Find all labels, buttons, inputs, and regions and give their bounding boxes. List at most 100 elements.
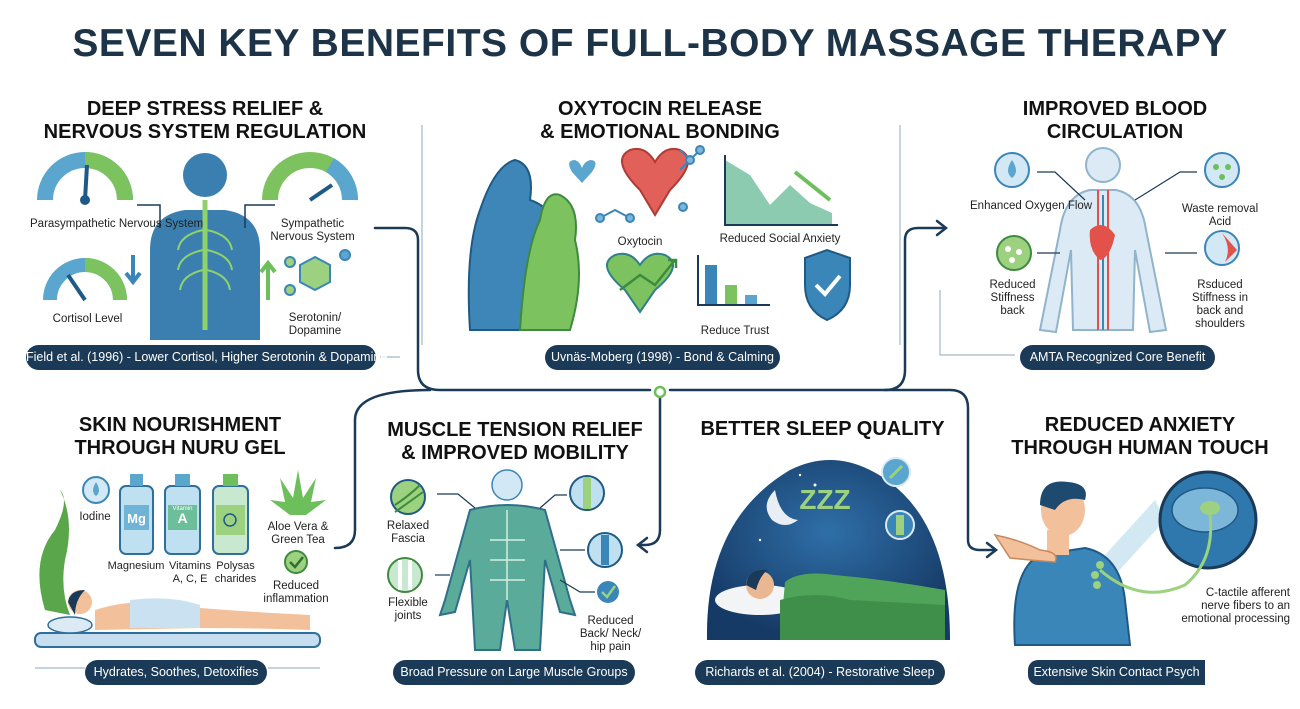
citation-pill: Field et al. (1996) - Lower Cortisol, Hi… bbox=[26, 345, 387, 370]
human-body-icon bbox=[150, 153, 260, 340]
label-reduced-pain: Reduced Back/ Neck/ hip pain bbox=[579, 615, 642, 653]
label-relaxed-fascia: Relaxed Fascia bbox=[386, 520, 430, 545]
label-vitamins: Vitamins A, C, E bbox=[169, 560, 211, 585]
panel-title-line: & IMPROVED MOBILITY bbox=[401, 442, 629, 464]
heart-icon bbox=[621, 147, 689, 217]
citation-pill: Extensive Skin Contact Psych bbox=[1028, 660, 1205, 685]
seaweed-icon bbox=[39, 490, 70, 615]
bottle-icon bbox=[119, 474, 154, 555]
circulation-illustration bbox=[994, 147, 1240, 334]
embracing-couple-icon bbox=[467, 158, 580, 331]
panel-title-line: REDUCED ANXIETY bbox=[1044, 414, 1236, 436]
arrow-up-icon bbox=[259, 259, 277, 300]
nervous-system-illustration bbox=[37, 152, 359, 340]
label-oxytocin: Oxytocin bbox=[617, 236, 663, 248]
iodine-drop-icon bbox=[82, 476, 110, 504]
joint-icon bbox=[387, 557, 423, 593]
man-icon bbox=[1013, 481, 1132, 646]
label-trust: Reduce Trust bbox=[700, 325, 770, 337]
label-magnesium: Magnesium bbox=[107, 560, 165, 572]
label-stiffness-shoulders: Rsduced Stiffness in back and shoulders bbox=[1191, 279, 1249, 330]
panel-title-line: SKIN NOURISHMENT bbox=[78, 414, 282, 436]
muscle-tear-icon bbox=[1204, 230, 1240, 266]
panel-title-line: THROUGH HUMAN TOUCH bbox=[1011, 437, 1269, 459]
muscle-relax-icon bbox=[881, 457, 911, 487]
sleep-illustration bbox=[706, 457, 950, 640]
label-reduced-inflammation: Reduced inflammation bbox=[263, 580, 329, 605]
oxytocin-illustration bbox=[467, 145, 851, 331]
moon-icon bbox=[766, 490, 798, 525]
arrowhead-circulation bbox=[935, 219, 949, 237]
bar-chart-icon bbox=[697, 255, 770, 306]
label-polysaccharides: Polysas charides bbox=[214, 560, 257, 585]
panel-title-line: & EMOTIONAL BONDING bbox=[540, 121, 780, 143]
heart-icon bbox=[606, 252, 674, 314]
panel-title-line: BETTER SLEEP QUALITY bbox=[700, 418, 945, 440]
citation-pill: Uvnäs-Moberg (1998) - Bond & Calming bbox=[545, 345, 780, 370]
label-aloe-vera: Aloe Vera & Green Tea bbox=[267, 521, 329, 546]
bottle-icon bbox=[212, 474, 249, 555]
arrowhead-anxiety bbox=[985, 541, 999, 559]
bottle-label-mg: Mg bbox=[127, 511, 146, 526]
arrow-up-icon bbox=[619, 258, 678, 291]
water-drop-icon bbox=[994, 152, 1030, 188]
main-title: SEVEN KEY BENEFITS OF FULL-BODY MASSAGE … bbox=[72, 22, 1228, 65]
bottle-label-vitamin: Vitamin bbox=[172, 506, 193, 512]
shield-check-icon bbox=[804, 248, 851, 322]
label-iodine: Iodine bbox=[79, 511, 111, 523]
molecule-icon bbox=[284, 249, 351, 296]
cells-icon bbox=[996, 235, 1032, 271]
muscular-body-icon bbox=[438, 469, 577, 651]
gauge-icon bbox=[37, 152, 133, 205]
label-cortisol: Cortisol Level bbox=[52, 313, 123, 325]
check-circle-icon bbox=[597, 581, 619, 603]
label-c-tactile: C-tactile afferent nerve fibers to an em… bbox=[1181, 587, 1290, 625]
spine-icon bbox=[569, 475, 605, 511]
zzz-text: ZZZ bbox=[799, 484, 851, 515]
connector-hub-to-muscle bbox=[636, 390, 662, 547]
gauge-icon bbox=[262, 152, 359, 202]
sleeping-person-icon bbox=[715, 569, 945, 640]
panel-title-line: DEEP STRESS RELIEF & bbox=[86, 98, 324, 120]
panel-title-line: OXYTOCIN RELEASE bbox=[557, 98, 763, 120]
aloe-vera-icon bbox=[270, 470, 326, 515]
panel-title-line: MUSCLE TENSION RELIEF bbox=[387, 419, 643, 441]
label-flexible-joints: Flexible joints bbox=[388, 597, 428, 622]
arrow-down-icon bbox=[124, 255, 142, 286]
fascia-icon bbox=[390, 479, 426, 515]
area-chart-icon bbox=[724, 155, 838, 226]
panel-title-line: IMPROVED BLOOD bbox=[1022, 98, 1208, 120]
nerve-fibers-icon bbox=[1091, 561, 1104, 589]
label-sympathetic: Sympathetic Nervous System bbox=[270, 218, 355, 243]
label-social-anxiety: Reduced Social Anxiety bbox=[719, 233, 841, 245]
muscle-relax-icon bbox=[885, 510, 915, 540]
citation-pill: AMTA Recognized Core Benefit bbox=[1020, 345, 1215, 370]
bottle-label-a: A bbox=[177, 510, 188, 526]
droplets-icon bbox=[1204, 152, 1240, 188]
label-serotonin: Serotonin/ Dopamine bbox=[288, 312, 342, 337]
citation-pill: Broad Pressure on Large Muscle Groups bbox=[393, 660, 635, 685]
connector-hub-to-skin bbox=[333, 388, 432, 550]
bottle-icon bbox=[164, 474, 201, 555]
back-icon bbox=[587, 532, 623, 568]
gauge-icon bbox=[43, 258, 127, 302]
citation-pill: Richards et al. (2004) - Restorative Sle… bbox=[695, 660, 945, 685]
panel-title-line: NERVOUS SYSTEM REGULATION bbox=[43, 121, 367, 143]
hand-icon bbox=[993, 533, 1057, 563]
connector-stress-to-hub bbox=[373, 226, 652, 392]
skin-nourishment-illustration bbox=[34, 470, 326, 648]
human-body-icon bbox=[1038, 147, 1168, 334]
reclining-woman-icon bbox=[34, 590, 321, 648]
molecule-icon bbox=[595, 145, 705, 223]
connector-hub-to-anxiety bbox=[883, 388, 997, 552]
brain-icon bbox=[1099, 470, 1258, 594]
label-waste-removal: Waste removal Acid bbox=[1181, 203, 1259, 228]
label-reduced-stiffness: Reduced Stiffness back bbox=[989, 279, 1036, 317]
panel-title-line: CIRCULATION bbox=[1046, 121, 1184, 143]
panel-title-line: THROUGH NURU GEL bbox=[74, 437, 286, 459]
citation-pill: Hydrates, Soothes, Detoxifies bbox=[85, 660, 267, 685]
hub-dot bbox=[653, 385, 667, 399]
star-icon bbox=[743, 473, 817, 542]
check-circle-icon bbox=[284, 550, 308, 574]
